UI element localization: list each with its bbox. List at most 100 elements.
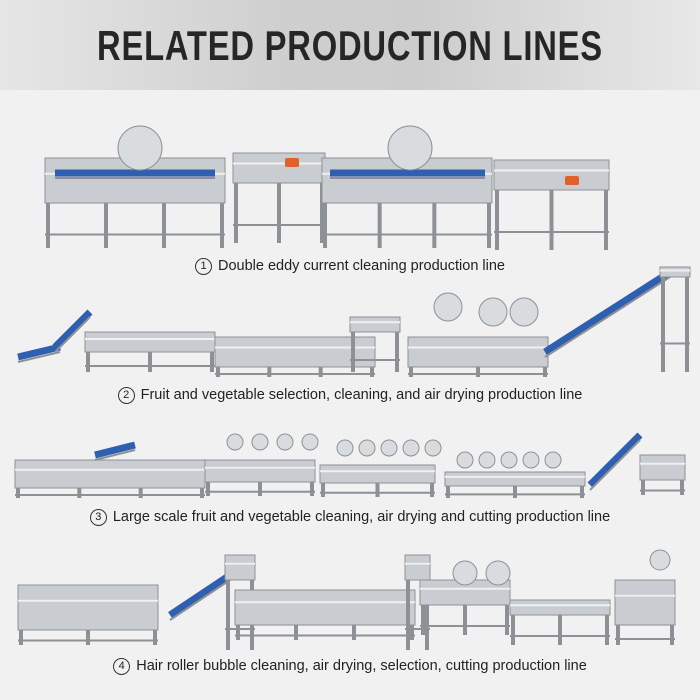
machine-leg xyxy=(425,580,429,650)
drum xyxy=(276,433,294,451)
drum xyxy=(509,297,539,327)
conveyor-belt xyxy=(17,343,61,361)
machine-leg xyxy=(377,203,382,248)
machine-tank xyxy=(204,459,316,483)
motor xyxy=(285,158,299,167)
machine-leg xyxy=(605,615,609,645)
motor xyxy=(565,176,579,185)
machine-leg xyxy=(86,630,90,645)
machine-leg xyxy=(236,625,240,640)
machine-leg xyxy=(258,482,262,496)
machine-tank xyxy=(84,331,216,353)
machine-leg xyxy=(580,486,584,498)
machine-tank xyxy=(493,159,610,191)
machine-leg xyxy=(234,183,238,243)
machine-leg xyxy=(495,190,499,250)
title-banner: RELATED PRODUCTION LINES xyxy=(0,0,700,90)
machine-leg xyxy=(267,367,272,377)
line-number: 1 xyxy=(195,258,213,275)
drum xyxy=(424,439,442,457)
machine-leg xyxy=(446,486,450,498)
machine-leg xyxy=(148,352,152,372)
machine-tank xyxy=(319,464,436,484)
conveyor-frame xyxy=(169,579,231,621)
machine-tank xyxy=(444,471,586,487)
machine-tank xyxy=(224,554,256,581)
drum xyxy=(649,549,671,571)
machine-leg xyxy=(604,190,608,250)
machine-leg xyxy=(685,277,689,372)
machine-leg xyxy=(226,580,230,650)
drum xyxy=(226,433,244,451)
drum xyxy=(301,433,319,451)
conveyor-belt xyxy=(168,572,232,618)
machine-leg xyxy=(19,630,23,645)
machine-leg xyxy=(216,367,220,377)
machine-leg xyxy=(670,625,674,645)
drum xyxy=(387,125,433,171)
machine-leg xyxy=(421,605,425,635)
machine-leg xyxy=(320,183,324,243)
drum xyxy=(358,439,376,457)
machine-tank xyxy=(214,336,376,368)
machine-leg xyxy=(395,332,399,372)
drum xyxy=(380,439,398,457)
machine-leg xyxy=(505,605,509,635)
drum xyxy=(456,451,474,469)
machine-leg xyxy=(430,483,434,497)
production-line-3-image xyxy=(14,432,686,498)
machine-leg xyxy=(549,190,554,250)
drum xyxy=(433,292,463,322)
machine-leg xyxy=(46,203,50,248)
production-line-1-image xyxy=(44,125,610,250)
line-number: 3 xyxy=(89,509,107,526)
line-number: 4 xyxy=(113,658,131,675)
machine-tank xyxy=(407,336,549,368)
drum xyxy=(485,560,511,586)
drum xyxy=(117,125,163,171)
machine-tank xyxy=(639,454,686,481)
conveyor-frame xyxy=(17,351,61,363)
machine-leg xyxy=(432,203,437,248)
machine-tank xyxy=(614,579,676,626)
machine-leg xyxy=(104,203,108,248)
machine-tank xyxy=(234,589,416,626)
conveyor-frame xyxy=(54,316,91,353)
machine-leg xyxy=(641,480,645,495)
production-line-2-image xyxy=(17,266,691,377)
machine-leg xyxy=(680,480,684,495)
drum xyxy=(251,433,269,451)
machine-leg xyxy=(513,486,517,498)
machine-leg xyxy=(406,580,410,650)
machine-leg xyxy=(410,625,414,640)
machine-leg xyxy=(409,367,413,377)
conveyor-frame xyxy=(544,276,671,358)
machine-tank xyxy=(509,599,611,616)
drum xyxy=(522,451,540,469)
conveyor-belt xyxy=(94,441,136,459)
machine-tank xyxy=(349,316,401,333)
machine-leg xyxy=(206,482,210,496)
conveyor-belt xyxy=(543,269,672,355)
drum xyxy=(452,560,478,586)
drum xyxy=(402,439,420,457)
conveyor-belt xyxy=(587,432,643,488)
machine-leg xyxy=(318,367,323,377)
caption-text: Large scale fruit and vegetable cleaning… xyxy=(112,509,611,525)
conveyor-frame xyxy=(94,449,136,461)
machine-leg xyxy=(323,203,327,248)
machine-leg xyxy=(153,630,157,645)
machine-tank xyxy=(232,152,326,184)
machine-leg xyxy=(351,332,355,372)
machine-leg xyxy=(321,483,325,497)
caption-text: Hair roller bubble cleaning, air drying,… xyxy=(136,658,587,674)
machine-tank xyxy=(14,459,206,489)
machine-tank xyxy=(404,554,431,581)
conveyor-belt xyxy=(52,309,93,350)
production-line-4-caption: 4 Hair roller bubble cleaning, air drying… xyxy=(0,658,700,675)
machine-leg xyxy=(162,203,166,248)
conveyor-frame xyxy=(589,439,641,491)
drum xyxy=(478,451,496,469)
drum xyxy=(500,451,518,469)
